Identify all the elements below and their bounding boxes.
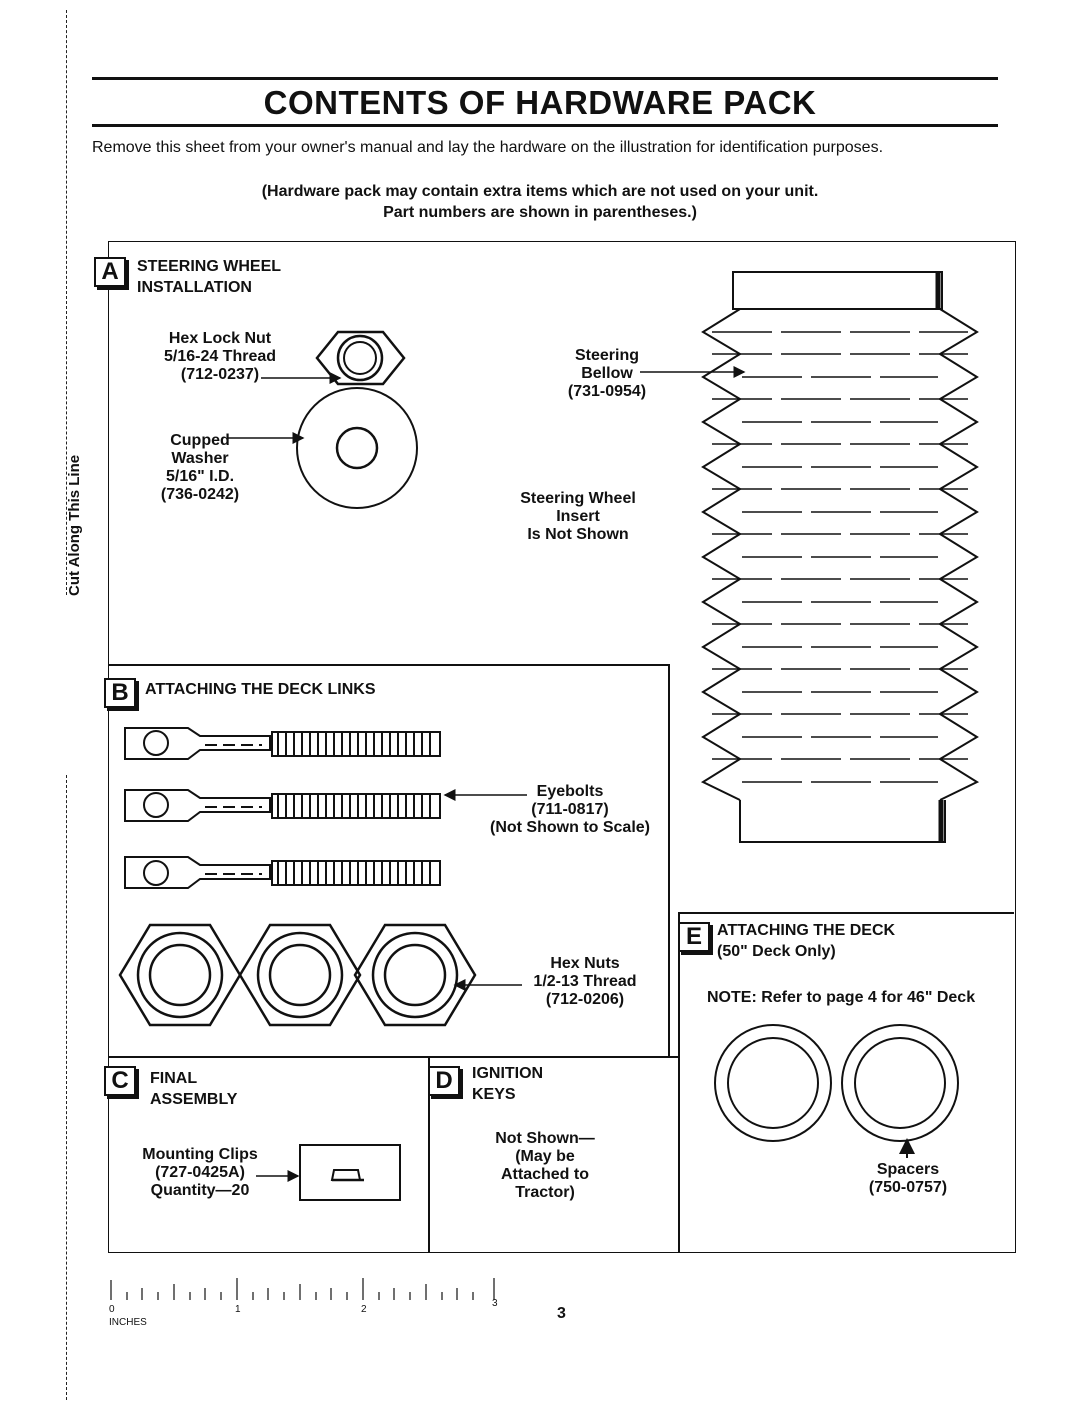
cupped-washer-icon (296, 387, 418, 509)
hardware-frame (108, 241, 1016, 1253)
section-b-title: ATTACHING THE DECK LINKS (145, 681, 376, 698)
cut-dash-top (66, 10, 67, 595)
divider-e-top (678, 912, 1014, 914)
steering-bellow-icon (700, 271, 980, 843)
ruler-unit-label: INCHES (109, 1317, 147, 1328)
hex-nut-icon-1 (118, 923, 242, 1027)
ruler-number-0: 0 (109, 1304, 115, 1315)
steering-insert-note: Steering Wheel Insert Is Not Shown (520, 490, 636, 543)
spacers-label: Spacers (750-0757) (868, 1161, 948, 1196)
intro-text: Remove this sheet from your owner's manu… (92, 139, 884, 156)
section-a-title: STEERING WHEEL INSTALLATION (137, 258, 282, 296)
eyebolt-icon-2 (124, 789, 441, 822)
title-rule-top (92, 77, 998, 80)
title-rule-bottom (92, 124, 998, 127)
divider-c-top (108, 1056, 678, 1058)
hex-nuts-label: Hex Nuts 1/2-13 Thread (712-0206) (533, 955, 637, 1008)
hardware-note-line2: Part numbers are shown in parentheses.) (383, 204, 697, 221)
spacer-icon-2 (841, 1024, 959, 1142)
cut-dash-bottom (66, 775, 67, 1400)
page-title: CONTENTS OF HARDWARE PACK (263, 84, 817, 121)
section-d-title: IGNITION KEYS (472, 1065, 544, 1103)
divider-cd (428, 1056, 430, 1252)
ruler-number-2: 2 (361, 1304, 367, 1315)
ignition-keys-note: Not Shown— (May be Attached to Tractor) (495, 1130, 595, 1201)
section-d-letter: D (428, 1066, 460, 1096)
section-e-title: ATTACHING THE DECK (50" Deck Only) (717, 922, 896, 960)
section-c-letter: C (104, 1066, 136, 1096)
hex-lock-nut-icon (315, 330, 406, 386)
page-number: 3 (557, 1305, 566, 1322)
ruler-number-1: 1 (235, 1304, 241, 1315)
cupped-washer-label: Washer 5/16" I.D. (736-0242) (160, 450, 240, 503)
section-a-letter: A (94, 257, 126, 287)
hex-lock-nut-label: Hex Lock Nut 5/16-24 Thread (712-0237) (163, 330, 277, 383)
divider-b-top (108, 664, 669, 666)
hardware-note-line1: (Hardware pack may contain extra items w… (261, 183, 819, 200)
mounting-clip-icon (299, 1144, 401, 1201)
section-e-letter: E (678, 922, 710, 952)
mounting-clips-label: Mounting Clips (727-0425A) Quantity—20 (142, 1146, 258, 1199)
deck-note: NOTE: Refer to page 4 for 46" Deck (707, 989, 976, 1006)
inch-ruler (110, 1278, 495, 1300)
hex-nut-icon-2 (238, 923, 362, 1027)
eyebolt-icon-1 (124, 727, 441, 760)
section-b-letter: B (104, 678, 136, 708)
divider-e-left (678, 912, 680, 1252)
divider-b-right (668, 664, 670, 1056)
eyebolts-label: Eyebolts (711-0817) (Not Shown to Scale) (490, 783, 650, 836)
hex-nut-icon-3 (353, 923, 477, 1027)
steering-bellow-label: Steering Bellow (731-0954) (567, 347, 647, 400)
eyebolt-icon-3 (124, 856, 441, 889)
ruler-number-3: 3 (492, 1298, 498, 1309)
spacer-icon-1 (714, 1024, 832, 1142)
section-c-title: FINAL ASSEMBLY (150, 1070, 238, 1108)
cupped-washer-name: Cupped (170, 432, 230, 449)
